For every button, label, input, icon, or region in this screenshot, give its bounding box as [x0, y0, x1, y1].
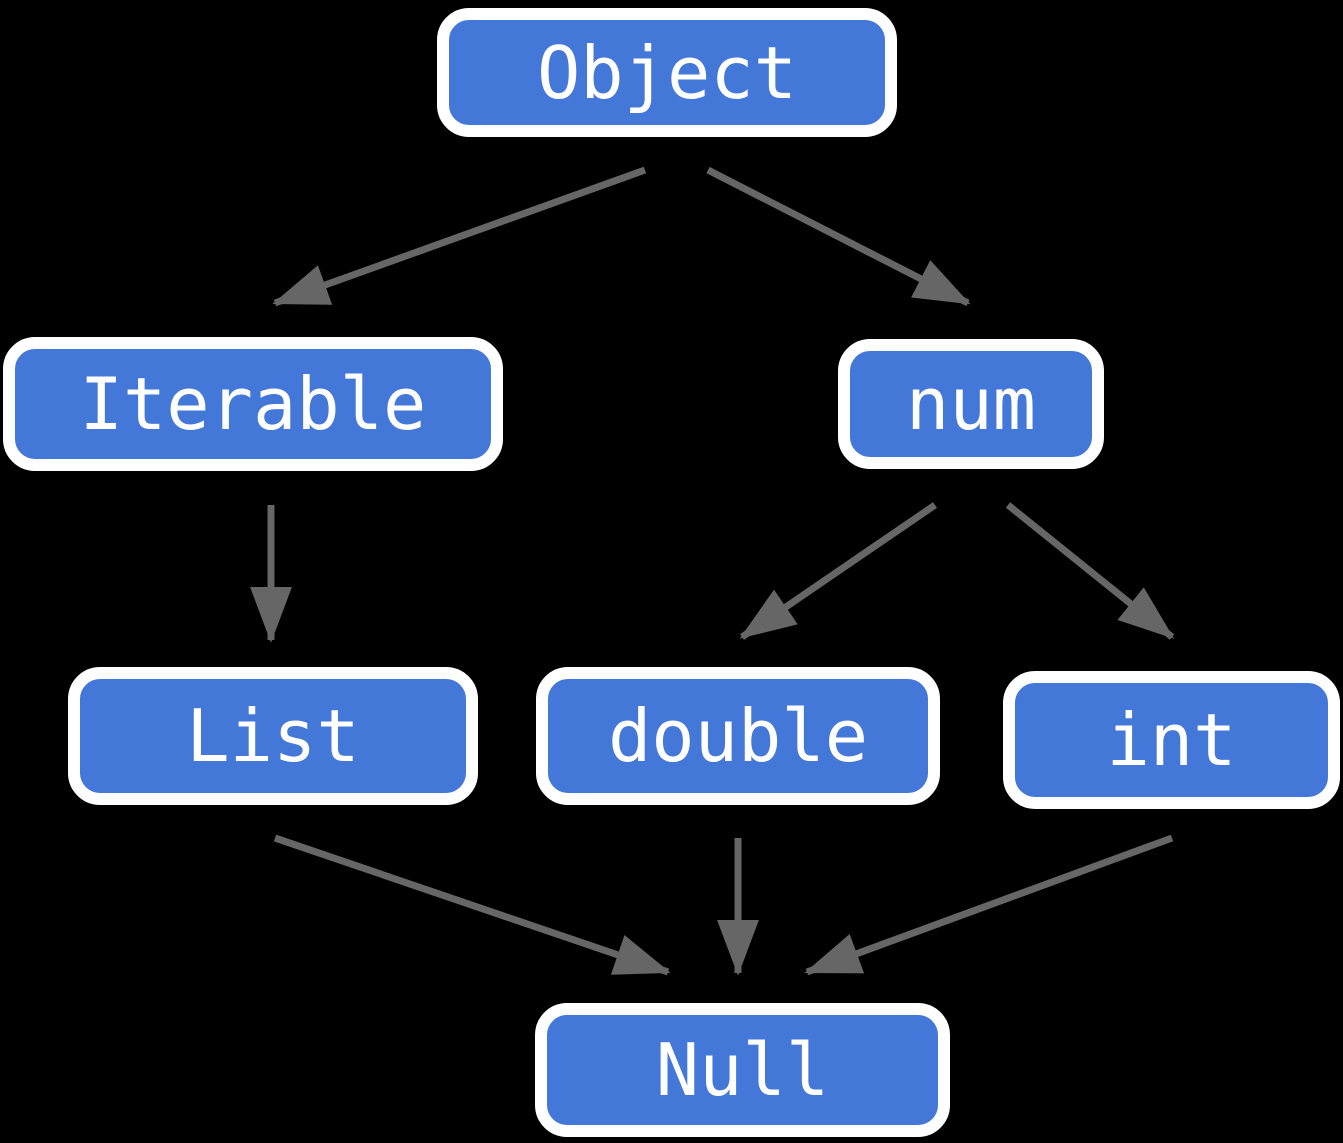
node-list: List: [68, 667, 478, 805]
edge-object-to-num: [706, 166, 971, 307]
edge-list-to-null: [273, 834, 671, 976]
node-int: int: [1003, 671, 1340, 809]
edge-object-to-iterable: [272, 166, 647, 307]
edge-num-to-int: [1005, 502, 1175, 640]
node-object: Object: [437, 8, 897, 137]
node-double: double: [536, 667, 940, 805]
edge-int-to-null: [804, 834, 1174, 976]
edge-num-to-double: [739, 502, 937, 640]
node-num: num: [838, 339, 1104, 469]
node-iterable: Iterable: [3, 337, 503, 471]
node-null: Null: [535, 1003, 950, 1137]
